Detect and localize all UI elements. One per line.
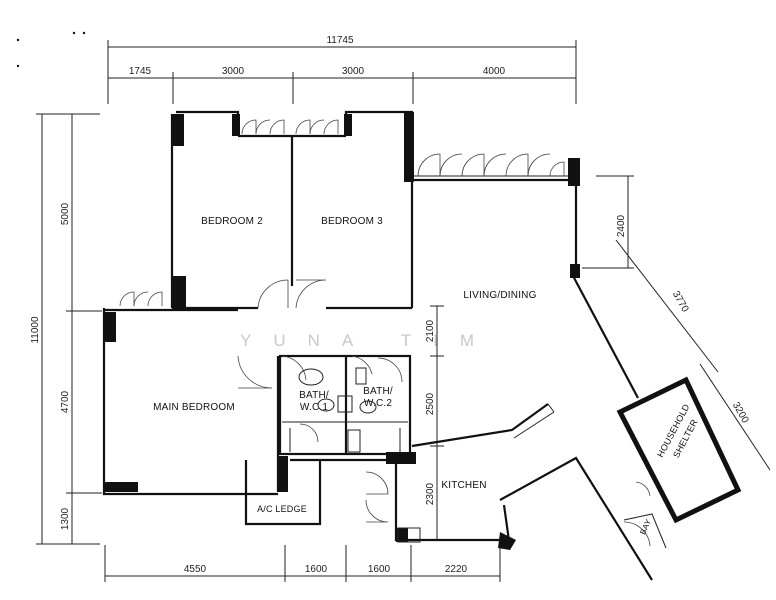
label-wc-1: W.C.1 [300, 402, 328, 413]
dim-right-2: 3770 [670, 289, 691, 314]
dim-inner-2: 2500 [425, 392, 436, 415]
dim-bottom-3: 1600 [368, 564, 391, 575]
label-bath-2: BATH/ [363, 386, 393, 397]
dim-bottom-4: 2220 [445, 564, 468, 575]
columns [104, 112, 580, 550]
dim-inner-1: 2100 [425, 319, 436, 342]
bottom-dimension-lines [104, 545, 501, 582]
dim-top-2: 3000 [222, 66, 245, 77]
dim-left-2: 4700 [60, 390, 71, 413]
dim-bottom-2: 1600 [305, 564, 328, 575]
dim-top-4: 4000 [483, 66, 506, 77]
label-living-dining: LIVING/DINING [463, 290, 536, 301]
label-wc-2: W.C.2 [364, 398, 392, 409]
label-bedroom-2: BEDROOM 2 [201, 216, 263, 227]
dim-right-1: 2400 [616, 214, 627, 237]
top-dimension-lines [107, 40, 577, 104]
dim-right-3: 3200 [730, 400, 751, 425]
label-bedroom-3: BEDROOM 3 [321, 216, 383, 227]
dim-overall-width: 11745 [326, 35, 354, 46]
label-bath-1: BATH/ [299, 390, 329, 401]
watermark: YUNA TIM [240, 331, 496, 350]
dim-overall-height: 11000 [30, 316, 41, 344]
dim-top-1: 1745 [129, 66, 152, 77]
walls [102, 110, 742, 581]
scan-specks [16, 31, 86, 68]
label-kitchen: KITCHEN [441, 480, 486, 491]
dim-inner-3: 2300 [425, 482, 436, 505]
dim-bottom-1: 4550 [184, 564, 207, 575]
label-ac-ledge: A/C LEDGE [257, 504, 307, 514]
dim-top-3: 3000 [342, 66, 365, 77]
right-dimension-lines [582, 175, 771, 471]
label-bay: BAY [638, 517, 653, 536]
bathroom-fixtures [289, 367, 421, 543]
window-swings [119, 119, 565, 307]
door-swings [237, 279, 651, 547]
dim-left-3: 1300 [60, 507, 71, 530]
label-main-bedroom: MAIN BEDROOM [153, 402, 235, 413]
left-dimension-lines [36, 113, 102, 545]
dim-left-1: 5000 [60, 202, 71, 225]
